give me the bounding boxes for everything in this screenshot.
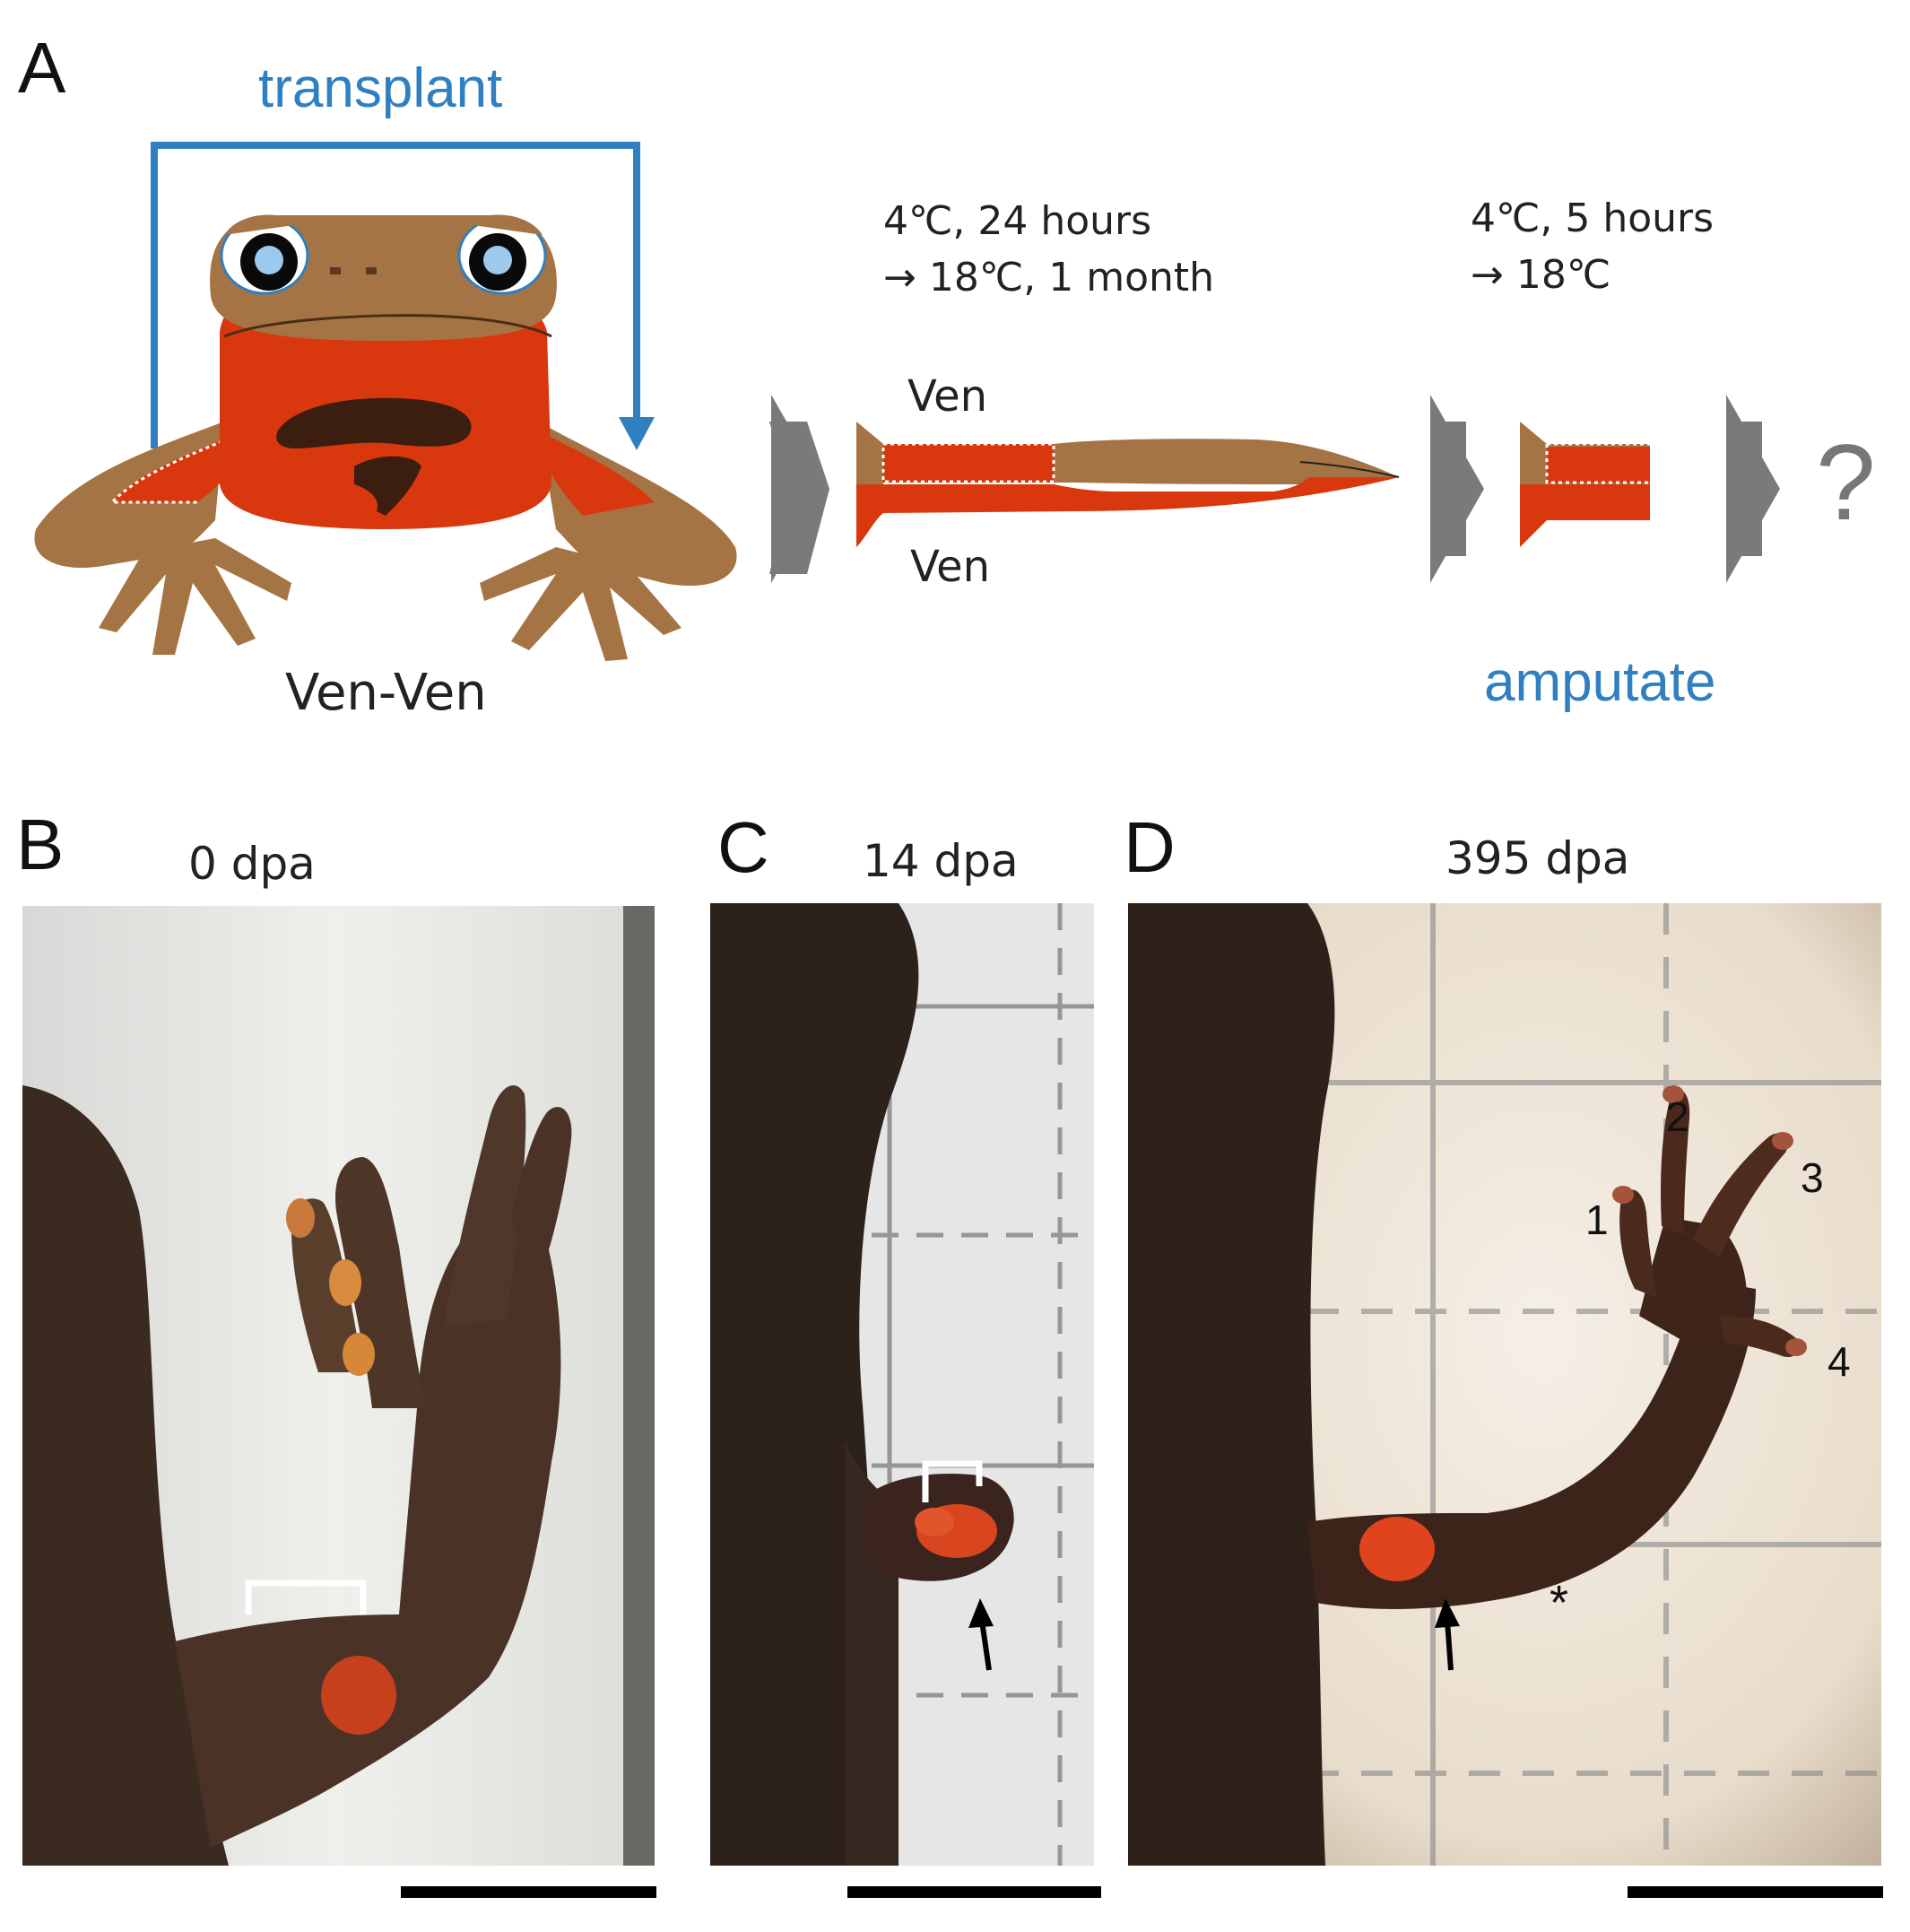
schematic-diagram	[34, 142, 1780, 661]
step2-line1: 4℃, 5 hours	[1471, 196, 1715, 241]
amputate-label: amputate	[1484, 651, 1716, 713]
digit-label-3: 3	[1801, 1154, 1824, 1201]
digit-label-1: 1	[1585, 1197, 1609, 1243]
transplant-arrow	[151, 142, 655, 450]
digit-label-2: 2	[1666, 1093, 1689, 1140]
limb-bottom-label: Ven	[910, 542, 991, 592]
asterisk-mark: *	[1550, 1576, 1569, 1630]
scalebar-c	[847, 1886, 1101, 1898]
scalebar-d	[1628, 1886, 1883, 1898]
limb-schematic-long	[856, 422, 1400, 547]
flow-arrow-1-head	[771, 395, 825, 583]
step1-line1: 4℃, 24 hours	[883, 198, 1152, 244]
transplant-label: transplant	[258, 57, 503, 119]
scalebar-b	[401, 1886, 656, 1898]
flow-arrow-3-body	[1726, 422, 1762, 556]
question-mark: ?	[1816, 422, 1876, 543]
limb-schematic-short	[1520, 422, 1650, 547]
digit-label-4: 4	[1828, 1338, 1851, 1385]
panel-d-timepoint: 395 dpa	[1446, 832, 1630, 884]
limb-top-label: Ven	[907, 371, 988, 422]
panel-c-letter: C	[717, 807, 769, 887]
step1-line2: → 18℃, 1 month	[883, 255, 1215, 300]
newt-illustration	[34, 214, 737, 661]
photo-14dpa	[710, 903, 1094, 1866]
panel-a-letter: A	[18, 28, 66, 108]
step2-line2: → 18℃	[1471, 252, 1611, 298]
panel-b-timepoint: 0 dpa	[188, 838, 316, 890]
flow-arrow-2-body	[1430, 422, 1466, 556]
photo-0dpa	[22, 906, 655, 1866]
panel-b-letter: B	[16, 805, 65, 884]
panel-c-timepoint: 14 dpa	[863, 835, 1019, 887]
frog-label: Ven-Ven	[285, 664, 487, 722]
photo-395dpa	[1128, 903, 1881, 1866]
panel-d-letter: D	[1124, 807, 1176, 887]
